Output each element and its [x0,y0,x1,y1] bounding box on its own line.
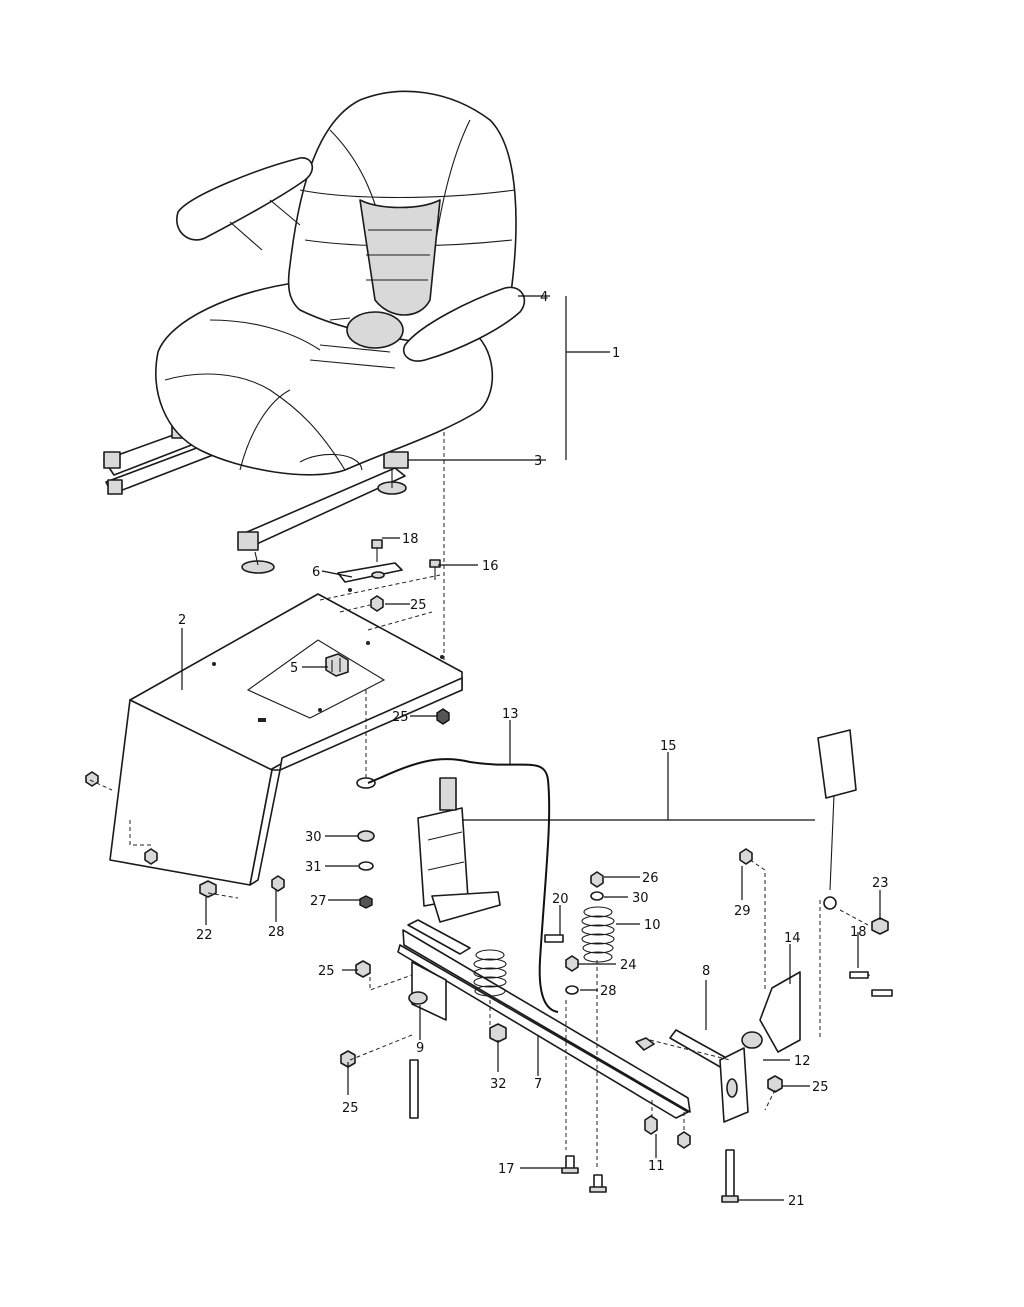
seat-assembly [103,90,526,574]
callout-23: 23 [872,876,889,891]
callout-29: 29 [734,904,751,919]
seat-bracket [337,539,441,612]
callout-8: 8 [702,964,710,979]
callout-25-frame-left: 25 [318,964,335,979]
seat-slide-rail-right [237,451,409,574]
callout-25-frame-right: 25 [812,1080,829,1095]
seat-pan [85,588,463,898]
callout-24: 24 [620,958,637,973]
callout-28-pan: 28 [268,925,285,940]
callout-1: 1 [612,346,620,361]
callout-22: 22 [196,928,213,943]
callout-30-stack: 30 [305,830,322,845]
assembly-lines [89,432,869,1170]
callout-14: 14 [784,931,801,946]
callout-12: 12 [794,1054,811,1069]
callout-9: 9 [416,1041,424,1056]
callout-18-frame: 18 [850,925,867,940]
callout-3: 3 [534,454,542,469]
callout-27: 27 [310,894,327,909]
callout-6: 6 [312,565,320,580]
seat-mount-frame [397,919,801,1149]
callout-25-pan: 25 [392,710,409,725]
callout-7: 7 [534,1077,542,1092]
callout-10: 10 [644,918,661,933]
callout-25-bracket: 25 [410,598,427,613]
callout-16: 16 [482,559,499,574]
callout-18-seat: 18 [402,532,419,547]
seat-armrest-right [403,286,526,362]
callout-31: 31 [305,860,322,875]
washer-stack [356,777,376,909]
callout-20: 20 [552,892,569,907]
callout-28-frame: 28 [600,984,617,999]
callout-15: 15 [660,739,677,754]
callout-25-frame-bottom: 25 [342,1101,359,1116]
callout-2: 2 [178,613,186,628]
frame-fasteners [340,848,893,1203]
seat-armrest-left [176,157,314,241]
callout-13: 13 [502,707,519,722]
callout-32: 32 [490,1077,507,1092]
callout-26: 26 [642,871,659,886]
seat-spring-left [473,949,507,997]
seat-belt [417,729,889,935]
callout-5: 5 [290,661,298,676]
leader-lines [181,295,881,1201]
callout-17: 17 [498,1162,515,1177]
callout-30-frame: 30 [632,891,649,906]
callout-11: 11 [648,1159,665,1174]
seat-spring-right [581,906,615,963]
callout-labels: 1 2 3 4 5 6 7 8 9 10 11 12 13 14 15 16 1… [178,290,889,1209]
callout-4: 4 [540,290,548,305]
callout-21: 21 [788,1194,805,1209]
seat-switch-cable [367,758,559,1013]
